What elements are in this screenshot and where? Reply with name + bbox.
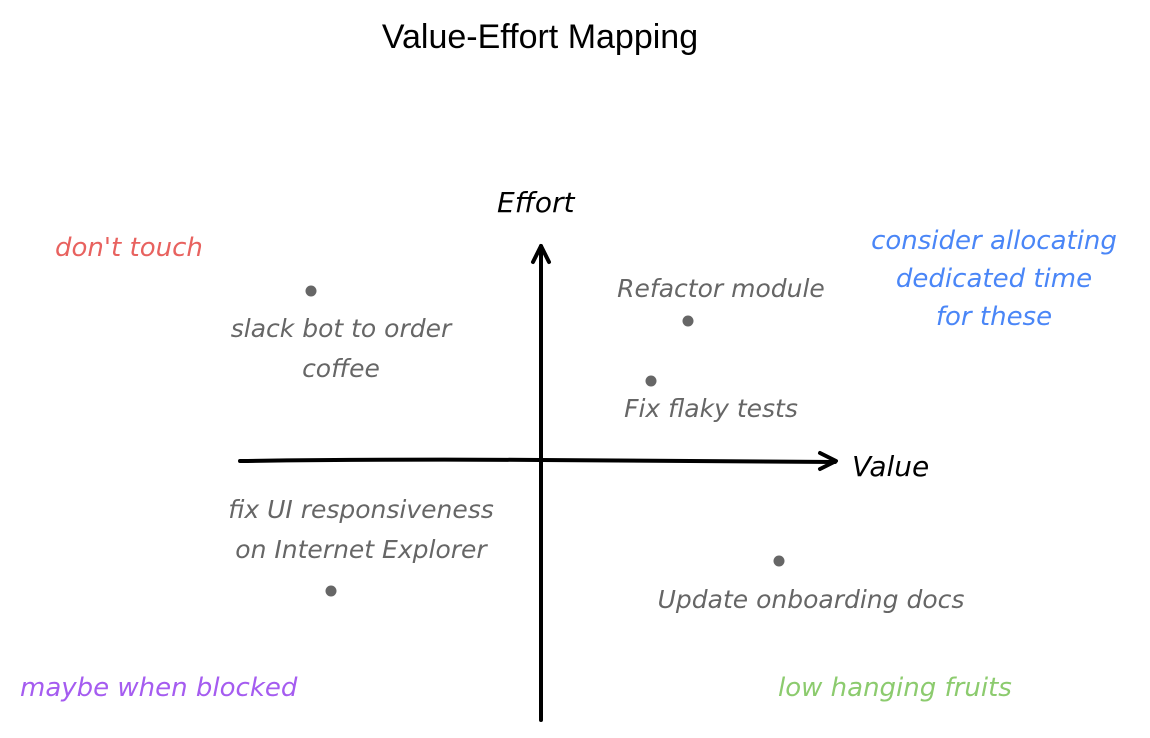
item-label-line: on Internet Explorer (235, 535, 487, 564)
item-label-refactor-module: Refactor module (617, 274, 825, 303)
item-label-slack-bot: slack bot to order coffee (200, 309, 482, 389)
y-axis-label: Effort (497, 186, 575, 219)
item-label-fix-ui-ie: fix UI responsiveness on Internet Explor… (210, 490, 512, 570)
quadrant-label-line: for these (935, 302, 1053, 332)
data-point-dot (773, 555, 785, 567)
y-axis (531, 244, 551, 722)
item-label-update-onboarding-docs: Update onboarding docs (657, 585, 965, 614)
data-point-dot (305, 285, 317, 297)
diagram-title: Value-Effort Mapping (381, 18, 699, 56)
x-axis-label: Value (852, 450, 930, 483)
y-axis-arrow-icon (531, 244, 551, 264)
quadrant-label-top-right: consider allocating dedicated time for t… (868, 222, 1120, 336)
x-axis-arrow-icon (818, 451, 838, 471)
data-point-dot (682, 315, 694, 327)
item-label-line: fix UI responsiveness (228, 495, 494, 524)
quadrant-label-top-left: don't touch (55, 233, 203, 263)
item-label-line: slack bot to order (230, 314, 452, 343)
quadrant-label-bottom-left: maybe when blocked (20, 673, 298, 703)
data-point-dot (645, 375, 657, 387)
quadrant-label-bottom-right: low hanging fruits (778, 673, 1012, 703)
quadrant-label-line: consider allocating (871, 226, 1117, 256)
item-label-fix-flaky-tests: Fix flaky tests (624, 394, 798, 423)
x-axis (238, 451, 838, 471)
quadrant-label-line: dedicated time (895, 264, 1093, 294)
data-point-dot (325, 585, 337, 597)
item-label-line: coffee (302, 354, 380, 383)
